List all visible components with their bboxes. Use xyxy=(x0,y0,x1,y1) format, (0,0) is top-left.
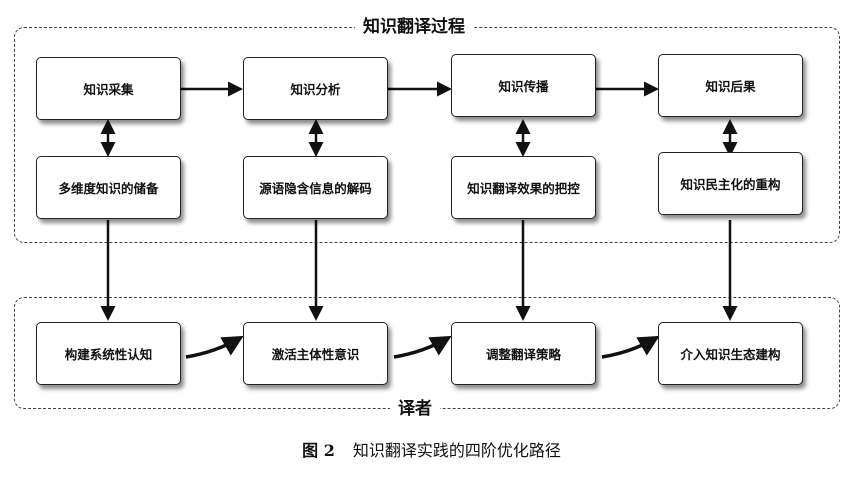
node-knowledge-dissemination: 知识传播 xyxy=(451,54,596,117)
figure-title: 知识翻译实践的四阶优化路径 xyxy=(352,441,561,460)
translator-group-label: 译者 xyxy=(390,398,440,420)
node-multidimensional-reserve: 多维度知识的储备 xyxy=(36,156,181,219)
node-ecosystem-construction: 介入知识生态建构 xyxy=(658,322,803,385)
node-democratization-reconstruction: 知识民主化的重构 xyxy=(658,152,803,215)
node-knowledge-collection: 知识采集 xyxy=(36,57,181,120)
curved-arrow-3 xyxy=(601,335,660,359)
figure-caption: 图 2 知识翻译实践的四阶优化路径 xyxy=(0,437,863,461)
node-strategy-adjustment: 调整翻译策略 xyxy=(451,322,596,385)
curved-arrow-2 xyxy=(393,335,452,359)
node-source-decoding: 源语隐含信息的解码 xyxy=(243,156,388,219)
node-knowledge-consequence: 知识后果 xyxy=(658,54,803,117)
node-knowledge-analysis: 知识分析 xyxy=(243,57,388,120)
figure-number: 图 2 xyxy=(302,441,335,460)
node-effect-control: 知识翻译效果的把控 xyxy=(451,156,596,219)
process-group-label: 知识翻译过程 xyxy=(355,16,473,38)
curved-arrow-1 xyxy=(185,335,244,359)
node-systemic-cognition: 构建系统性认知 xyxy=(36,322,181,385)
node-subjectivity-awareness: 激活主体性意识 xyxy=(243,322,388,385)
